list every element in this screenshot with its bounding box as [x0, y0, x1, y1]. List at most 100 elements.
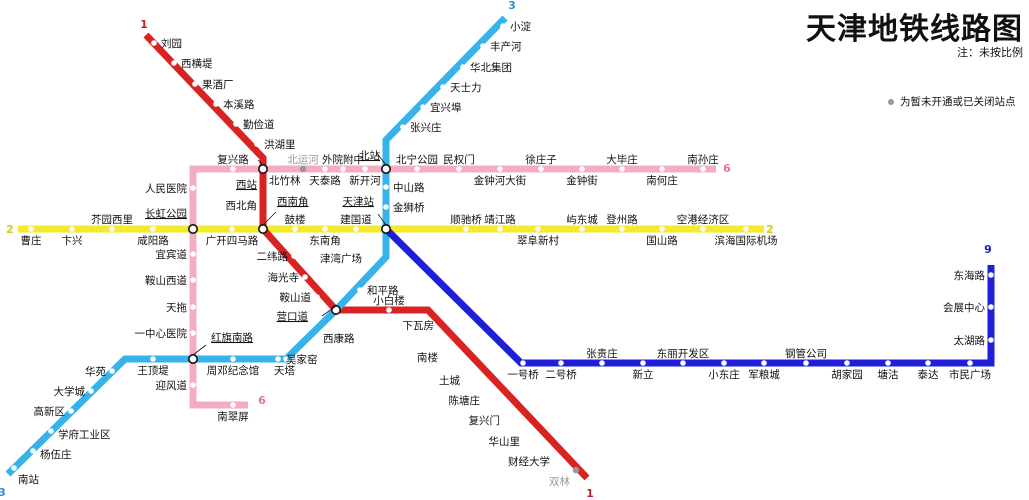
station-dot-l6-11[interactable]	[322, 166, 328, 172]
station-dot-l1-17[interactable]	[483, 397, 489, 403]
station-dot-l1-15[interactable]	[441, 354, 447, 360]
station-dot-l3-22[interactable]	[68, 408, 74, 414]
station-dot-l3-15[interactable]	[283, 356, 289, 362]
station-dot-l3-25[interactable]	[11, 465, 17, 471]
station-dot-l2-12[interactable]	[463, 226, 469, 232]
station-dot-l2-2[interactable]	[109, 226, 115, 232]
station-dot-l6-24[interactable]	[190, 382, 196, 388]
station-dot-l1-1[interactable]	[171, 60, 177, 66]
station-dot-l3-11[interactable]	[365, 255, 371, 261]
station-dot-l2-17[interactable]	[659, 226, 665, 232]
station-dot-l1-5[interactable]	[254, 141, 260, 147]
station-dot-l6-21[interactable]	[190, 304, 196, 310]
station-dot-l1-19[interactable]	[523, 438, 529, 444]
station-dot-l1-3[interactable]	[213, 101, 219, 107]
station-dot-l3-16[interactable]	[275, 356, 281, 362]
station-dot-l1-11[interactable]	[314, 294, 320, 300]
station-dot-l3-21[interactable]	[88, 388, 94, 394]
station-dot-l6-7[interactable]	[414, 166, 420, 172]
station-dot-l6-25[interactable]	[230, 402, 236, 408]
station-dot-l6-0[interactable]	[700, 166, 706, 172]
station-dot-l6-20[interactable]	[190, 277, 196, 283]
station-dot-l9-4[interactable]	[680, 360, 686, 366]
station-dot-l9-9[interactable]	[885, 360, 891, 366]
station-label-l1-10: 海光寺	[268, 271, 300, 284]
station-dot-l6-22[interactable]	[190, 330, 196, 336]
interchange-marker-6[interactable]	[188, 353, 199, 364]
station-dot-l2-9[interactable]	[353, 226, 359, 232]
station-dot-l3-5[interactable]	[400, 124, 406, 130]
station-dot-l2-16[interactable]	[619, 226, 625, 232]
station-dot-l2-15[interactable]	[579, 226, 585, 232]
station-dot-l3-19[interactable]	[150, 356, 156, 362]
station-dot-l3-9[interactable]	[383, 204, 389, 210]
station-dot-l2-13[interactable]	[497, 226, 503, 232]
station-dot-l9-1[interactable]	[558, 360, 564, 366]
station-dot-l1-18[interactable]	[503, 417, 509, 423]
station-dot-l6-16[interactable]	[190, 185, 196, 191]
station-dot-l1-16[interactable]	[463, 377, 469, 383]
station-dot-l2-8[interactable]	[322, 226, 328, 232]
station-dot-l6-19[interactable]	[190, 251, 196, 257]
station-dot-l1-2[interactable]	[192, 81, 198, 87]
station-dot-l3-14[interactable]	[314, 335, 320, 341]
station-dot-l2-0[interactable]	[28, 226, 34, 232]
station-dot-l6-6[interactable]	[456, 166, 462, 172]
interchange-marker-2[interactable]	[188, 224, 199, 235]
station-dot-l3-8[interactable]	[383, 184, 389, 190]
station-dot-l3-23[interactable]	[48, 428, 54, 434]
station-dot-l9-13[interactable]	[988, 304, 994, 310]
interchange-marker-1[interactable]	[257, 164, 268, 175]
station-dot-l9-6[interactable]	[761, 360, 767, 366]
station-dot-l6-2[interactable]	[619, 166, 625, 172]
station-dot-l3-0[interactable]	[500, 23, 506, 29]
station-dot-l2-19[interactable]	[743, 226, 749, 232]
station-dot-l2-5[interactable]	[229, 226, 235, 232]
interchange-marker-3[interactable]	[257, 224, 268, 235]
station-dot-l9-7[interactable]	[803, 360, 809, 366]
station-dot-l3-2[interactable]	[460, 64, 466, 70]
station-dot-l1-20[interactable]	[553, 458, 559, 464]
station-dot-l6-9[interactable]	[362, 166, 368, 172]
station-dot-l9-11[interactable]	[967, 360, 973, 366]
station-dot-l9-10[interactable]	[925, 360, 931, 366]
station-dot-l2-18[interactable]	[700, 226, 706, 232]
interchange-marker-5[interactable]	[330, 304, 341, 315]
station-dot-l1-10[interactable]	[302, 274, 308, 280]
interchange-marker-0[interactable]	[380, 164, 391, 175]
station-dot-l6-10[interactable]	[340, 166, 346, 172]
station-dot-l2-7[interactable]	[292, 226, 298, 232]
station-dot-l6-14[interactable]	[230, 166, 236, 172]
station-dot-l6-4[interactable]	[538, 166, 544, 172]
station-label-l9-4: 东丽开发区	[657, 347, 710, 360]
station-dot-l2-14[interactable]	[535, 226, 541, 232]
station-dot-l6-12[interactable]	[299, 165, 307, 173]
station-dot-l1-13[interactable]	[386, 307, 392, 313]
interchange-marker-4[interactable]	[380, 224, 391, 235]
station-dot-l1-0[interactable]	[151, 40, 157, 46]
station-dot-l2-1[interactable]	[69, 226, 75, 232]
station-dot-l6-5[interactable]	[497, 166, 503, 172]
station-dot-l9-12[interactable]	[988, 337, 994, 343]
station-dot-l3-3[interactable]	[440, 84, 446, 90]
station-dot-l9-3[interactable]	[640, 360, 646, 366]
station-dot-l6-1[interactable]	[659, 166, 665, 172]
station-dot-l3-12[interactable]	[357, 287, 363, 293]
station-dot-l9-8[interactable]	[844, 360, 850, 366]
station-dot-l1-21[interactable]	[572, 466, 580, 474]
station-dot-l9-0[interactable]	[520, 360, 526, 366]
interchange-label-l2-10: 天津站	[343, 195, 375, 208]
station-dot-l9-2[interactable]	[599, 360, 605, 366]
station-dot-l1-4[interactable]	[233, 121, 239, 127]
station-dot-l1-9[interactable]	[291, 253, 297, 259]
station-dot-l1-14[interactable]	[427, 332, 433, 338]
station-dot-l3-4[interactable]	[420, 104, 426, 110]
station-dot-l3-1[interactable]	[480, 43, 486, 49]
station-dot-l9-5[interactable]	[721, 360, 727, 366]
station-dot-l6-3[interactable]	[579, 166, 585, 172]
station-dot-l9-14[interactable]	[988, 272, 994, 278]
station-dot-l3-24[interactable]	[30, 448, 36, 454]
station-dot-l3-20[interactable]	[109, 368, 115, 374]
station-dot-l2-3[interactable]	[150, 226, 156, 232]
station-dot-l3-17[interactable]	[230, 356, 236, 362]
